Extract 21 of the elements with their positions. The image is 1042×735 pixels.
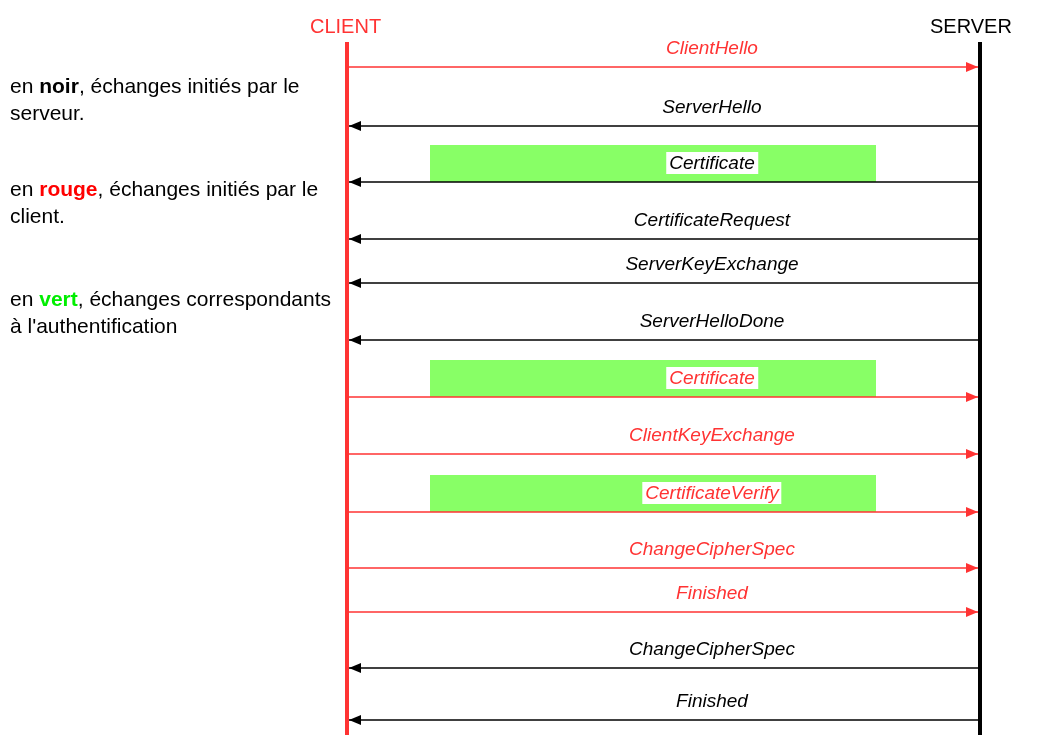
message-arrow [348,607,979,617]
legend-note: en rouge, échanges initiés par le client. [10,176,320,229]
message-arrow [348,177,979,187]
message-arrow [348,449,979,459]
message-arrow [348,507,979,517]
legend-note: en noir, échanges initiés par le serveur. [10,73,301,126]
message-arrow [348,62,979,72]
message-arrow [348,121,979,131]
message-label: CertificateVerify [642,482,782,504]
legend-note: en vert, échanges correspondants à l'authentification [10,286,333,339]
message-arrow [348,278,979,288]
message-label: Certificate [666,152,758,174]
participant-label: SERVER [930,14,1012,38]
message-arrow [348,392,979,402]
message-arrow [348,663,979,673]
participant-label: CLIENT [310,14,382,38]
message-arrow [348,335,979,345]
message-arrow [348,715,979,725]
message-label: Certificate [666,367,758,389]
message-arrow [348,563,979,573]
message-arrow [348,234,979,244]
